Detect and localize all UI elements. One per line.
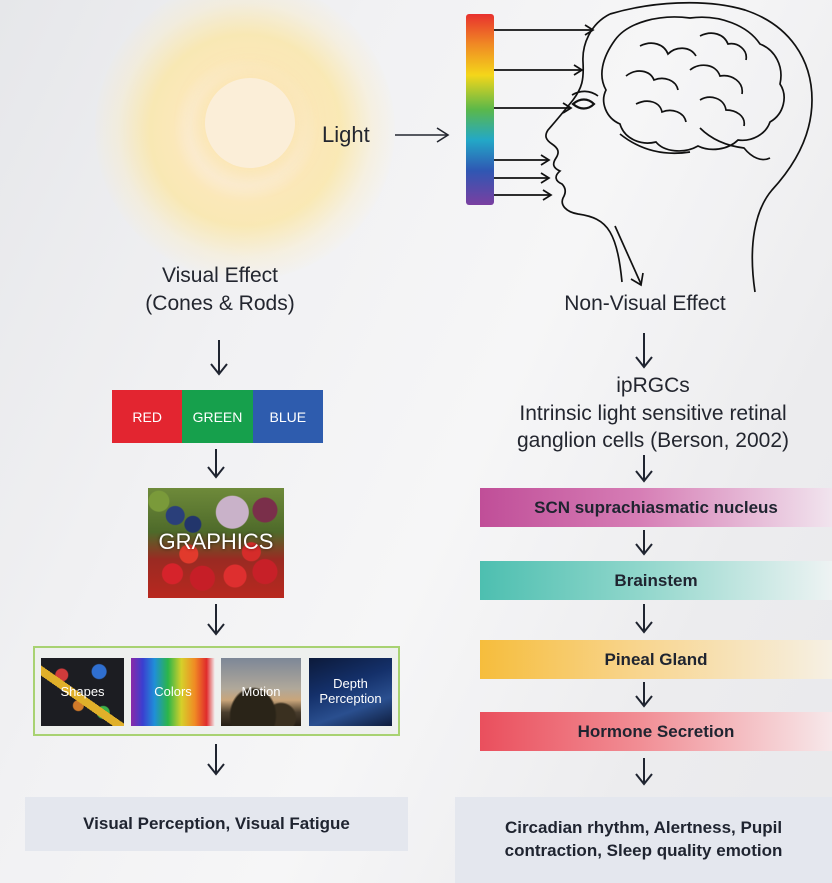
iprgc-line1: Intrinsic light sensitive retinal	[519, 401, 787, 425]
tile-shapes: Shapes	[41, 658, 124, 726]
visual-result-box: Visual Perception, Visual Fatigue	[25, 797, 408, 851]
tile-motion: Motion	[221, 658, 301, 726]
stage-brainstem: Brainstem	[480, 561, 832, 600]
down-arrow-icon	[207, 604, 225, 636]
sun-icon	[205, 78, 295, 168]
light-spectrum-bar	[466, 14, 494, 205]
tile-depth-perception: Depth Perception	[309, 658, 392, 726]
stage-scn: SCN suprachiasmatic nucleus	[480, 488, 832, 527]
visual-effect-title-line2: (Cones & Rods)	[145, 292, 295, 316]
non-visual-result-line1: Circadian rhythm, Alertness, Pupil	[504, 818, 783, 838]
graphics-photo	[148, 488, 284, 598]
down-arrow-icon	[635, 604, 653, 634]
tile-colors: Colors	[131, 658, 215, 726]
visual-effect-title-line1: Visual Effect	[162, 264, 278, 287]
stage-pineal-gland: Pineal Gland	[480, 640, 832, 679]
rgb-bar: RED GREEN BLUE	[112, 390, 323, 443]
iprgc-title: ipRGCs	[616, 374, 690, 397]
down-arrow-icon	[635, 530, 653, 556]
non-visual-result-line2: contraction, Sleep quality emotion	[504, 841, 783, 860]
iprgc-block: ipRGCs Intrinsic light sensitive retinal…	[474, 372, 832, 455]
down-arrow-icon	[635, 682, 653, 708]
rgb-blue: BLUE	[252, 390, 323, 443]
down-arrow-icon	[635, 455, 653, 483]
stage-hormone-secretion: Hormone Secretion	[480, 712, 832, 751]
down-arrow-icon	[210, 340, 228, 376]
iprgc-line2: ganglion cells (Berson, 2002)	[517, 429, 789, 453]
rgb-red: RED	[112, 390, 183, 443]
light-label: Light	[322, 122, 370, 147]
down-arrow-icon	[635, 333, 653, 369]
non-visual-effect-title: Non-Visual Effect	[564, 292, 726, 315]
down-arrow-icon	[207, 744, 225, 776]
visual-effect-title: Visual Effect (Cones & Rods)	[90, 262, 350, 319]
graphics-label: GRAPHICS	[158, 529, 274, 554]
down-arrow-icon	[207, 449, 225, 479]
non-visual-result-box: Circadian rhythm, Alertness, Pupil contr…	[455, 797, 832, 883]
down-arrow-icon	[635, 758, 653, 786]
human-head-icon	[494, 1, 813, 293]
light-arrow-icon	[395, 127, 450, 143]
rgb-green: GREEN	[182, 390, 253, 443]
